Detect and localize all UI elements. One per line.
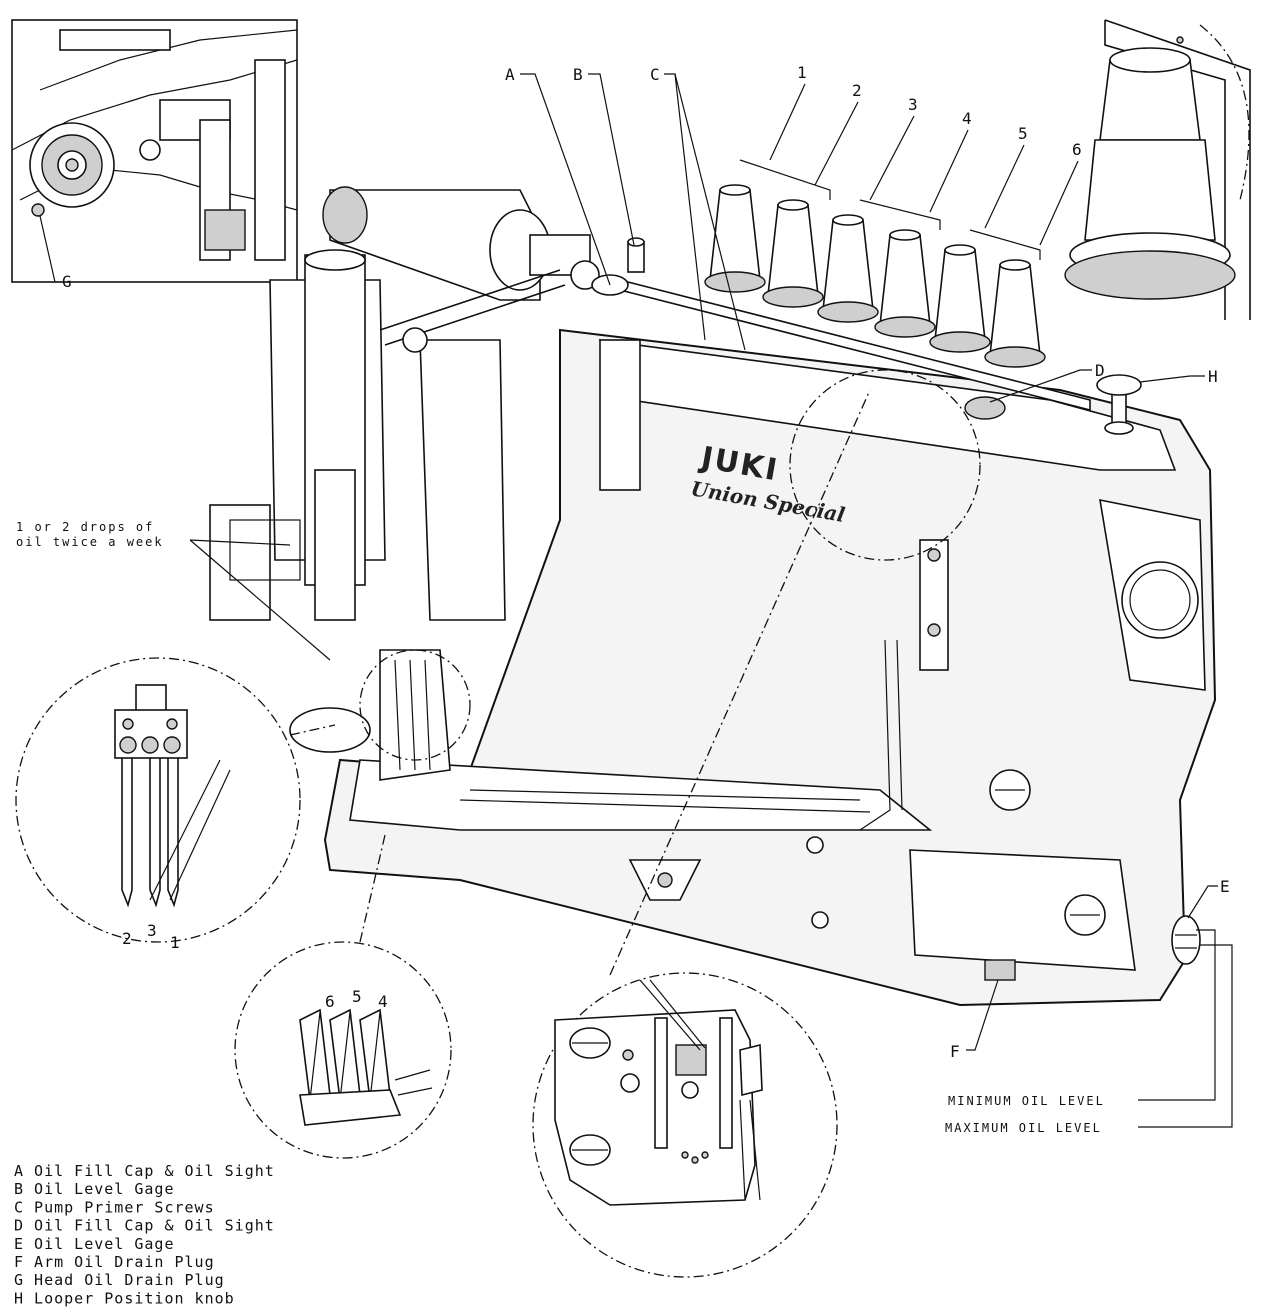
oil-level-gage-E — [1171, 915, 1201, 965]
legend-item-e: E Oil Level Gage — [14, 1235, 175, 1253]
stand-label-5: 5 — [1018, 124, 1028, 143]
stand-label-6: 6 — [1072, 140, 1082, 159]
stand-label-2: 2 — [852, 81, 862, 100]
legend-item-h: H Looper Position knob — [14, 1289, 235, 1307]
oil-note: 1 or 2 drops of oil twice a week — [16, 520, 331, 661]
looper-position-knob — [1096, 374, 1142, 396]
looper-label-6: 6 — [325, 992, 335, 1011]
callout-D: D — [1095, 361, 1105, 380]
stand-label-1: 1 — [797, 63, 807, 82]
minimum-oil-level: MINIMUM OIL LEVEL — [948, 1094, 1105, 1108]
spool-inset — [1064, 19, 1251, 320]
thread-cones — [704, 184, 1046, 368]
needle-area-ring — [359, 649, 471, 761]
legend-item-c: C Pump Primer Screws — [14, 1198, 215, 1216]
top-fittings — [591, 237, 1142, 435]
legend-item-a: A Oil Fill Cap & Oil Sight — [14, 1162, 275, 1180]
machine-body — [209, 186, 1217, 1007]
maximum-oil-level: MAXIMUM OIL LEVEL — [945, 1121, 1102, 1135]
oil-note-line1: 1 or 2 drops of — [16, 520, 154, 534]
looper-label-4: 4 — [378, 992, 388, 1011]
callouts: A B C D H 1 2 3 4 5 6 E F — [505, 63, 1230, 1061]
throat-plate-detail — [532, 389, 871, 1278]
callout-A: A — [505, 65, 515, 84]
thread-stand — [619, 159, 1091, 412]
needle-detail: 2 3 1 — [15, 657, 336, 952]
oil-fill-cap-D — [964, 396, 1006, 420]
stand-label-3: 3 — [908, 95, 918, 114]
arm-oil-drain-plug — [984, 959, 1016, 981]
legend-item-d: D Oil Fill Cap & Oil Sight — [14, 1217, 275, 1235]
callout-F: F — [950, 1042, 960, 1061]
head-inset: G — [11, 19, 298, 291]
needle-label-2: 2 — [122, 929, 132, 948]
callout-B: B — [573, 65, 583, 84]
oil-note-line2: oil twice a week — [16, 535, 164, 549]
legend-item-g: G Head Oil Drain Plug — [14, 1271, 225, 1289]
oil-level-annotation: MINIMUM OIL LEVEL MAXIMUM OIL LEVEL — [945, 929, 1233, 1135]
brand-logo: JUKI Union Special — [689, 440, 847, 527]
callout-G: G — [62, 272, 72, 291]
legend-item-b: B Oil Level Gage — [14, 1180, 175, 1198]
drain-and-gage — [984, 915, 1201, 981]
callout-H: H — [1208, 367, 1218, 386]
looper-detail: 6 5 4 — [234, 834, 452, 1159]
callout-C: C — [650, 65, 660, 84]
needle-label-3: 3 — [147, 921, 157, 940]
looper-label-5: 5 — [352, 987, 362, 1006]
oil-cap-detail-ring — [789, 369, 981, 561]
needle-label-1: 1 — [170, 933, 180, 952]
legend-item-f: F Arm Oil Drain Plug — [14, 1253, 215, 1271]
stand-label-4: 4 — [962, 109, 972, 128]
callout-E: E — [1220, 877, 1230, 896]
